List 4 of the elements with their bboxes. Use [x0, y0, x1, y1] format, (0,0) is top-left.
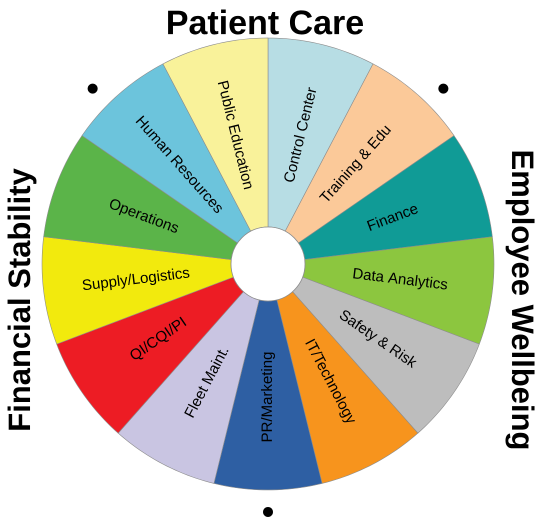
hub-circle — [230, 226, 306, 302]
category-title: Employee Wellbeing — [505, 152, 535, 448]
category-title: Financial Stability — [8, 168, 36, 430]
category-title: Patient Care — [168, 10, 363, 34]
